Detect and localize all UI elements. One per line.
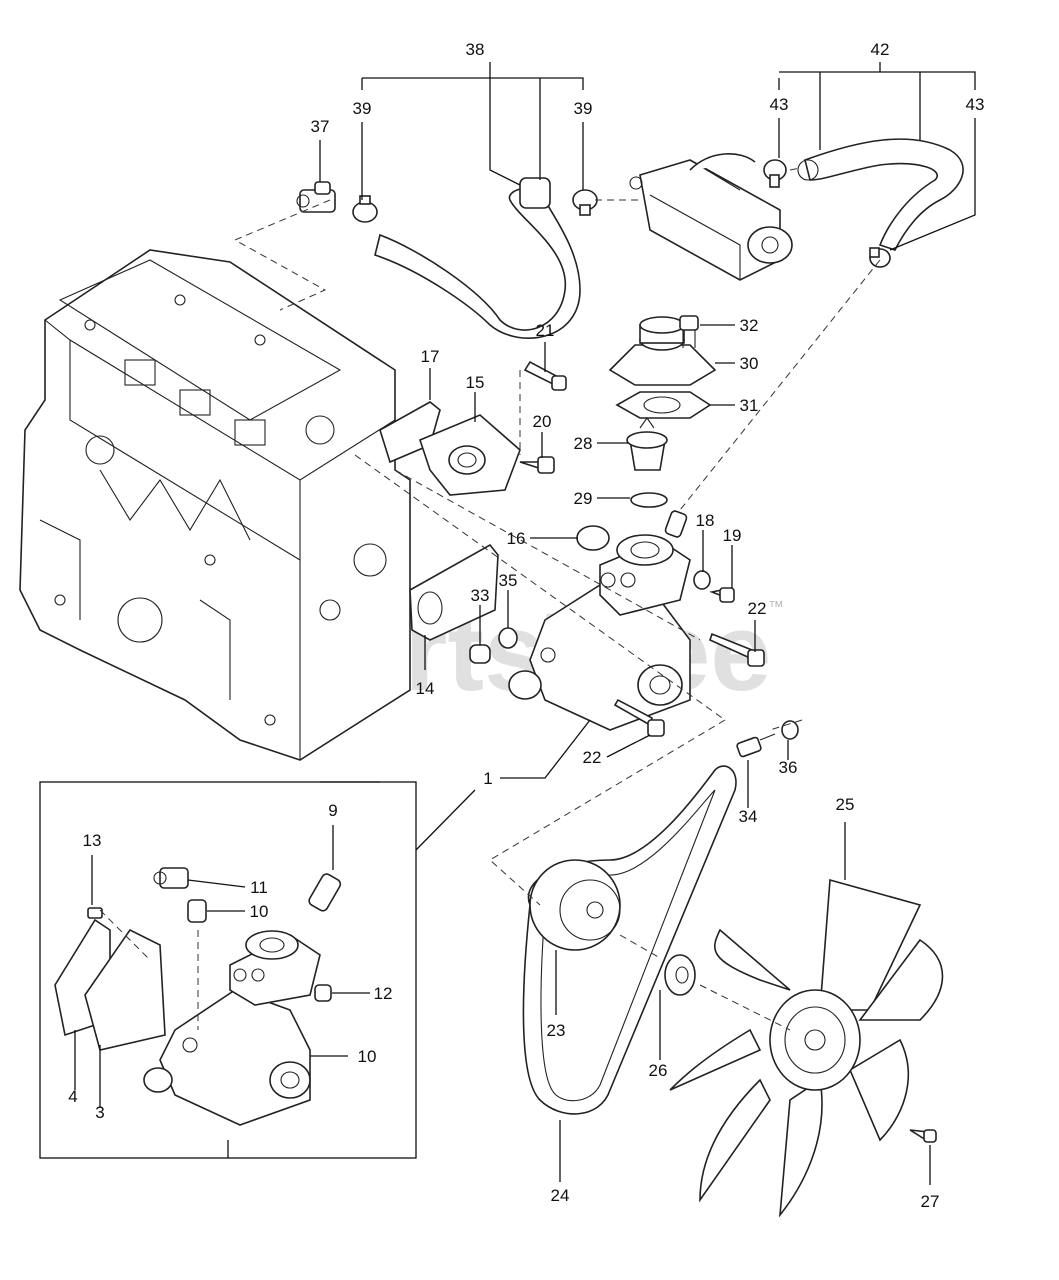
inset-elbow-11 <box>153 867 189 889</box>
label-13: 13 <box>83 831 102 850</box>
spacer-26 <box>664 954 696 996</box>
inset-fitting-9 <box>308 873 342 912</box>
label-23: 23 <box>547 1021 566 1040</box>
pulley-23 <box>529 859 621 951</box>
callout-labels: 38 42 39 39 37 43 43 21 32 30 31 17 15 2… <box>68 40 984 1211</box>
hose-clamp-39b <box>572 189 598 216</box>
label-3: 3 <box>95 1103 104 1122</box>
hose-clamp-39a <box>352 195 378 223</box>
engine-block <box>19 249 411 761</box>
bolt-32 <box>679 315 699 348</box>
label-29: 29 <box>574 489 593 508</box>
label-38: 38 <box>466 40 485 59</box>
bolt-20 <box>519 456 555 474</box>
gasket-14 <box>409 543 499 641</box>
label-1: 1 <box>483 769 492 788</box>
inset-water-pump <box>143 930 321 1126</box>
label-30: 30 <box>740 354 759 373</box>
bolt-21 <box>523 360 567 391</box>
label-14: 14 <box>416 679 435 698</box>
bolt-22b <box>613 698 665 737</box>
label-43a: 43 <box>770 95 789 114</box>
label-20: 20 <box>533 412 552 431</box>
hose-clamp-43b <box>869 247 891 268</box>
label-19: 19 <box>723 526 742 545</box>
label-11: 11 <box>250 878 268 897</box>
label-25: 25 <box>836 795 855 814</box>
leader-lines <box>74 62 976 1185</box>
label-33: 33 <box>471 586 490 605</box>
bolt-27 <box>909 1129 937 1143</box>
plug-33 <box>469 644 491 664</box>
coolant-hose-38 <box>374 177 581 339</box>
inset-plug-10a <box>187 899 207 923</box>
label-34: 34 <box>739 807 758 826</box>
washer-18 <box>693 570 711 590</box>
bolt-19 <box>709 587 735 603</box>
sensor-34 <box>736 733 776 758</box>
cooling-fan-25 <box>669 878 944 1218</box>
thermostat-28 <box>626 417 668 471</box>
label-43b: 43 <box>966 95 985 114</box>
label-26: 26 <box>649 1061 668 1080</box>
watermark-trademark: ™ <box>768 599 784 616</box>
inset-bolt-13 <box>87 907 103 919</box>
thermostat-cover-30 <box>608 316 717 386</box>
label-10a: 10 <box>250 902 269 921</box>
label-15: 15 <box>466 373 485 392</box>
elbow-fitting-37 <box>296 181 336 213</box>
hose-clamp-43a <box>763 159 787 188</box>
label-4: 4 <box>68 1087 77 1106</box>
label-21: 21 <box>536 321 555 340</box>
label-28: 28 <box>574 434 593 453</box>
label-22a: 22 <box>748 599 767 618</box>
oil-cooler-assembly <box>629 153 793 281</box>
label-39b: 39 <box>574 99 593 118</box>
label-31: 31 <box>740 396 759 415</box>
label-10b: 10 <box>358 1047 377 1066</box>
disc-16 <box>576 525 610 551</box>
bolt-22a <box>709 632 765 667</box>
label-27: 27 <box>921 1192 940 1211</box>
label-37: 37 <box>311 117 330 136</box>
label-24: 24 <box>551 1186 570 1205</box>
label-39a: 39 <box>353 99 372 118</box>
label-9: 9 <box>328 801 337 820</box>
label-22b: 22 <box>583 748 602 767</box>
dashed-lines <box>99 167 881 1031</box>
label-12: 12 <box>374 984 393 1003</box>
washer-35 <box>498 627 518 649</box>
coolant-hose-42 <box>797 138 964 251</box>
label-35: 35 <box>499 571 518 590</box>
label-18: 18 <box>696 511 715 530</box>
gasket-31 <box>615 391 712 419</box>
o-ring-29 <box>630 492 668 508</box>
label-36: 36 <box>779 758 798 777</box>
inset-gasket-3 <box>84 928 166 1051</box>
inset-plug-12 <box>314 984 332 1002</box>
label-42: 42 <box>871 40 890 59</box>
label-17: 17 <box>421 347 440 366</box>
thermostat-housing-15 <box>419 414 521 496</box>
label-16: 16 <box>507 529 526 548</box>
label-32: 32 <box>740 316 759 335</box>
water-pump-assembly-1 <box>508 510 691 731</box>
